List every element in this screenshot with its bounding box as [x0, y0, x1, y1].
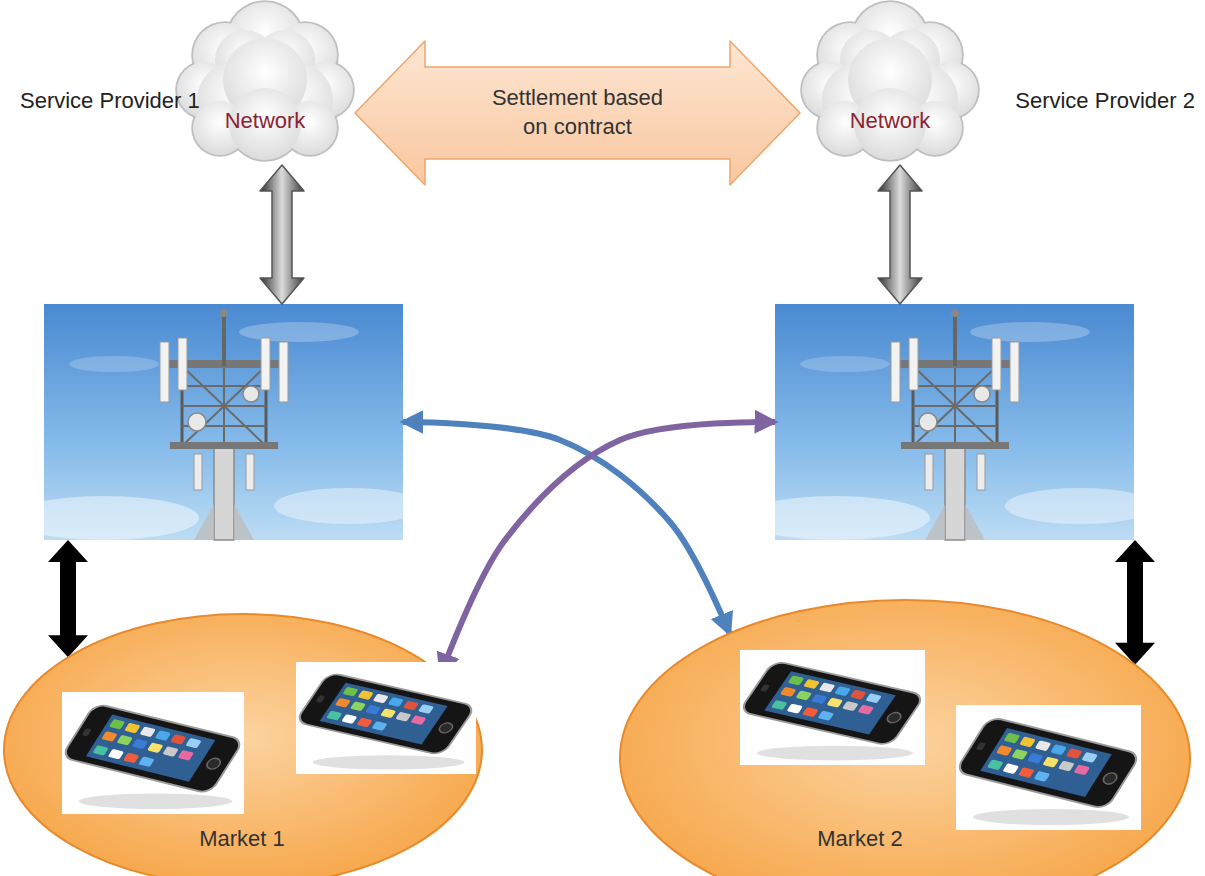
phone-picture	[739, 650, 925, 765]
network-label: Network	[850, 108, 931, 134]
market-link-arrow	[1115, 540, 1155, 665]
tower-picture	[9, 304, 424, 540]
market-ellipse-shape	[620, 600, 1190, 876]
service-provider-tower: Service Provider 1	[44, 304, 403, 540]
service-provider-tower: Service Provider 2	[775, 304, 1134, 540]
cloud-outline	[175, 0, 355, 165]
network-label: Network	[225, 108, 306, 134]
tower-picture	[740, 304, 1155, 540]
cloud-outline	[800, 0, 980, 165]
phone-picture	[295, 662, 476, 774]
cross-market-arrow	[403, 422, 730, 633]
market-ellipse-shape	[4, 614, 482, 876]
market-label: Market 2	[817, 826, 903, 852]
settlement-arrow	[355, 41, 800, 185]
network-cloud: Network	[175, 0, 355, 165]
cloud-edge	[175, 0, 355, 162]
cloud-edge	[800, 0, 980, 162]
provider-heading: Service Provider 1	[20, 88, 200, 114]
network-link-arrow	[260, 165, 304, 304]
cloud-body	[802, 2, 978, 160]
network-cloud: Network	[800, 0, 980, 165]
market-link-arrow	[48, 540, 88, 657]
provider-heading: Service Provider 2	[1015, 88, 1195, 114]
edge-label: Settlement based on contract	[485, 84, 670, 141]
network-link-arrow	[878, 165, 922, 304]
cloud-body	[177, 2, 353, 160]
market-label: Market 1	[199, 826, 285, 852]
phone-picture	[955, 705, 1141, 830]
phone-picture	[61, 692, 244, 814]
